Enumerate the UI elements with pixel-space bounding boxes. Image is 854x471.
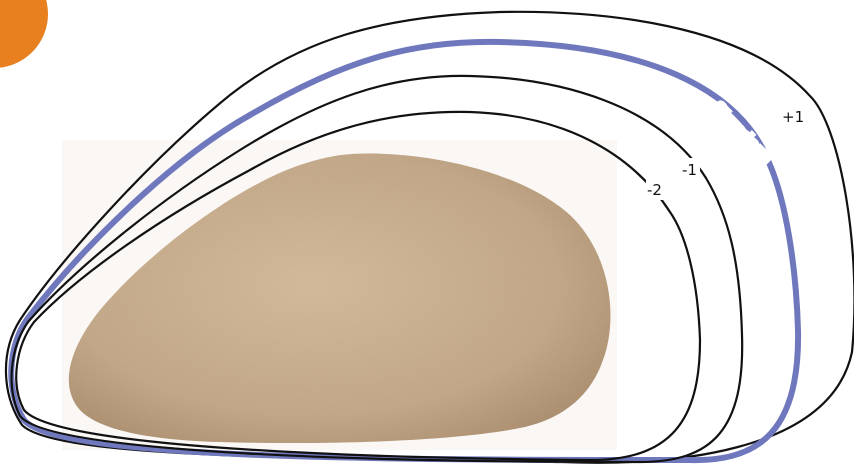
label-standard: Standard — [709, 98, 776, 166]
label-minus-1: -1 — [680, 158, 700, 179]
orange-badge-icon — [0, 0, 48, 68]
label-plus-1-text: +1 — [782, 108, 804, 126]
label-minus-2-text: -2 — [647, 181, 662, 199]
label-plus-1: +1 — [780, 106, 804, 126]
label-standard-text: Standard — [709, 98, 776, 166]
label-minus-2: -2 — [646, 178, 668, 200]
label-minus-1-text: -1 — [682, 161, 697, 179]
